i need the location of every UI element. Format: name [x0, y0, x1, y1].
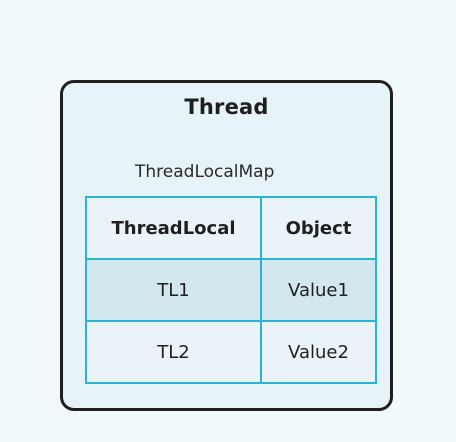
thread-title: Thread [184, 95, 269, 119]
threadlocalmap-label: ThreadLocalMap [135, 162, 275, 182]
cell-value: Value1 [260, 258, 377, 322]
header-object: Object [260, 196, 377, 260]
table-row: TL2 Value2 [85, 320, 377, 384]
cell-key: TL2 [85, 320, 262, 384]
table-header-row: ThreadLocal Object [85, 196, 377, 260]
table-row: TL1 Value1 [85, 258, 377, 322]
cell-value: Value2 [260, 320, 377, 384]
threadlocalmap-table: ThreadLocal Object TL1 Value1 TL2 Value2 [85, 196, 377, 384]
header-threadlocal: ThreadLocal [85, 196, 262, 260]
cell-key: TL1 [85, 258, 262, 322]
thread-box: Thread ThreadLocalMap ThreadLocal Object… [60, 80, 393, 411]
